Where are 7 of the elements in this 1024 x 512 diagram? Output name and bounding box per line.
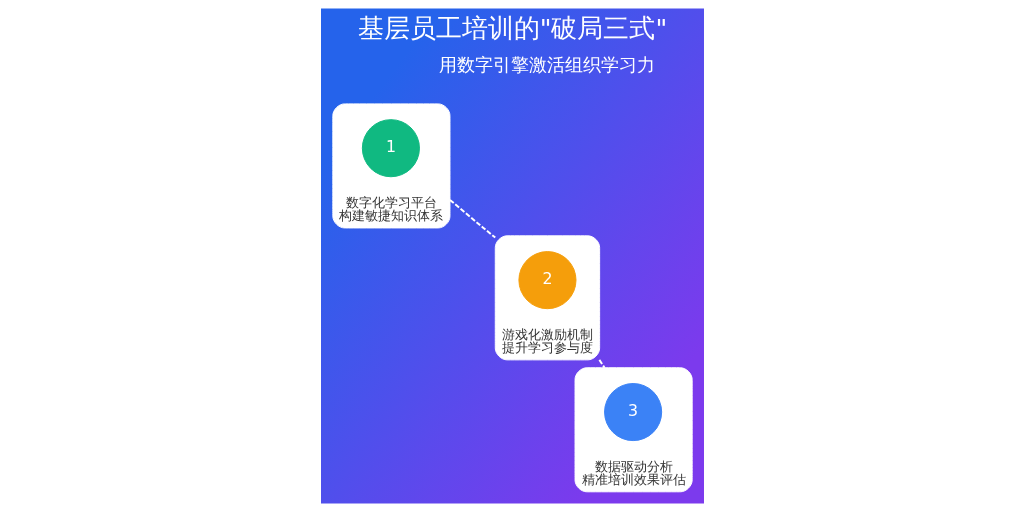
connector xyxy=(448,198,496,239)
node-circle: 3 xyxy=(603,383,662,442)
label: 用数字引擎激活组织学习力 xyxy=(438,54,655,75)
diagram-title: 基层员工培训的"破局三式" xyxy=(357,12,667,43)
node-circle: 1 xyxy=(361,119,420,178)
connector xyxy=(597,358,606,369)
node-circle: 2 xyxy=(517,251,576,310)
